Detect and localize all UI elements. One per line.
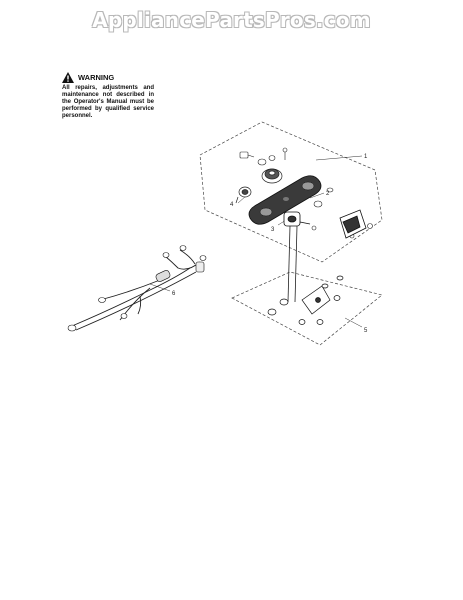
idler-pulley bbox=[235, 186, 252, 204]
leader-lines bbox=[149, 155, 363, 328]
vertical-rod bbox=[287, 225, 298, 303]
callout-3: 3 bbox=[271, 227, 275, 233]
drive-belt bbox=[248, 175, 322, 225]
warning-header: WARNING bbox=[62, 72, 154, 83]
callout-5: 5 bbox=[364, 328, 368, 334]
watermark: AppliancePartsPros.com bbox=[92, 8, 371, 32]
callout-2: 2 bbox=[326, 191, 330, 197]
lower-bracket bbox=[267, 275, 344, 325]
upper-pulley bbox=[261, 168, 283, 184]
warning-text: All repairs, adjustments and maintenance… bbox=[62, 85, 154, 119]
right-fasteners bbox=[311, 187, 373, 239]
cable-harness bbox=[71, 249, 201, 331]
top-fasteners bbox=[239, 147, 288, 166]
assembly-box-upper bbox=[199, 121, 383, 263]
callout-1: 1 bbox=[364, 154, 368, 160]
pivot-assembly bbox=[283, 211, 311, 227]
assembly-box-lower bbox=[231, 271, 383, 346]
harness-connectors bbox=[67, 245, 207, 332]
warning-title: WARNING bbox=[78, 73, 115, 82]
warning-triangle-icon bbox=[62, 72, 74, 83]
mounting-bracket bbox=[339, 209, 367, 239]
callout-4: 4 bbox=[230, 202, 234, 208]
callout-6: 6 bbox=[172, 291, 176, 297]
warning-notice: WARNING All repairs, adjustments and mai… bbox=[62, 72, 154, 120]
